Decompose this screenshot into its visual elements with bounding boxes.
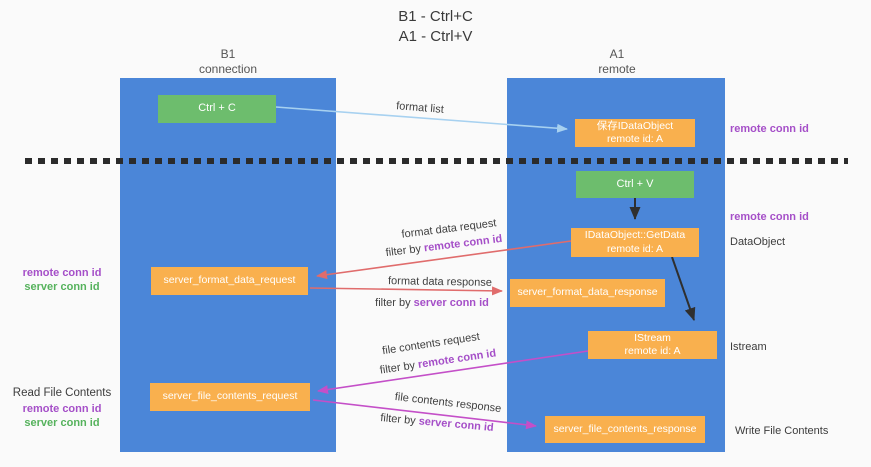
node-ctrl-v-label: Ctrl + V: [616, 177, 654, 190]
node-istream-line2: remote id: A: [624, 345, 681, 357]
node-format-response-label: server_format_data_response: [517, 286, 658, 299]
node-idataobject-getdata: IDataObject::GetData remote id: A: [571, 228, 699, 257]
node-saved-dataobject-line1: 保存IDataObject: [596, 119, 674, 132]
annotation-remote-conn-id-top: remote conn id: [730, 123, 809, 135]
lane-b1-subtitle: connection: [198, 62, 258, 76]
node-server-format-data-response: server_format_data_response: [510, 279, 665, 307]
lane-a1-name: A1: [609, 47, 625, 61]
node-format-request-label: server_format_data_request: [163, 274, 296, 287]
node-saved-dataobject-line2: remote id: A: [606, 133, 664, 145]
edge-label-format-data-response: format data response: [387, 275, 493, 289]
node-file-response-label: server_file_contents_response: [553, 422, 697, 435]
lane-header-b1: B1 connection: [120, 47, 336, 77]
left-server-conn-id-top: server conn id: [24, 281, 100, 294]
node-server-format-data-request: server_format_data_request: [151, 267, 308, 295]
node-saved-dataobject: 保存IDataObject remote id: A: [575, 119, 695, 147]
annotation-remote-conn-id-mid: remote conn id: [730, 211, 809, 223]
diagram-title: B1 - Ctrl+C A1 - Ctrl+V: [0, 7, 871, 46]
filter-by-text: filter by: [379, 359, 419, 377]
edge-label-file-contents-response: file contents response: [394, 390, 502, 416]
annotation-istream: Istream: [730, 341, 767, 353]
server-conn-id-text: server conn id: [413, 297, 489, 309]
annotation-read-file-contents: Read File Contents: [12, 387, 112, 399]
edge-label-format-list: format list: [395, 100, 445, 116]
server-conn-id-text: server conn id: [418, 415, 495, 434]
lane-header-a1: A1 remote: [508, 47, 726, 77]
annotation-write-file-contents: Write File Contents: [735, 425, 829, 437]
title-line-2: A1 - Ctrl+V: [398, 27, 473, 45]
lane-a1-subtitle: remote: [598, 62, 636, 76]
node-server-file-contents-response: server_file_contents_response: [545, 416, 705, 443]
node-ctrl-c: Ctrl + C: [158, 95, 276, 123]
node-file-request-label: server_file_contents_request: [162, 390, 298, 403]
node-getdata-line1: IDataObject::GetData: [584, 229, 686, 242]
lane-b1-name: B1: [220, 47, 236, 61]
node-ctrl-v: Ctrl + V: [576, 171, 694, 198]
edge-label-format-response-filter: filter by server conn id: [375, 297, 489, 309]
filter-by-text: filter by: [375, 297, 414, 309]
node-istream: IStream remote id: A: [588, 331, 717, 359]
node-server-file-contents-request: server_file_contents_request: [150, 383, 310, 411]
node-istream-line1: IStream: [634, 331, 671, 344]
remote-conn-id-text: remote conn id: [417, 347, 497, 371]
annotation-left-conn-ids-top: remote conn id server conn id: [10, 266, 114, 295]
machine-boundary-dashed-line: [25, 158, 848, 164]
node-ctrl-c-label: Ctrl + C: [198, 102, 236, 115]
left-remote-conn-id-bottom: remote conn id: [22, 403, 102, 415]
annotation-dataobject: DataObject: [730, 236, 786, 248]
filter-by-text: filter by: [385, 242, 425, 260]
left-remote-conn-id-top: remote conn id: [22, 267, 102, 279]
node-getdata-line2: remote id: A: [606, 242, 664, 255]
filter-by-text: filter by: [379, 412, 420, 428]
title-line-1: B1 - Ctrl+C: [398, 8, 473, 25]
left-server-conn-id-bottom: server conn id: [24, 417, 100, 430]
edge-label-file-response-filter: filter by server conn id: [380, 412, 494, 434]
annotation-left-conn-ids-bottom: remote conn id server conn id: [10, 402, 114, 431]
